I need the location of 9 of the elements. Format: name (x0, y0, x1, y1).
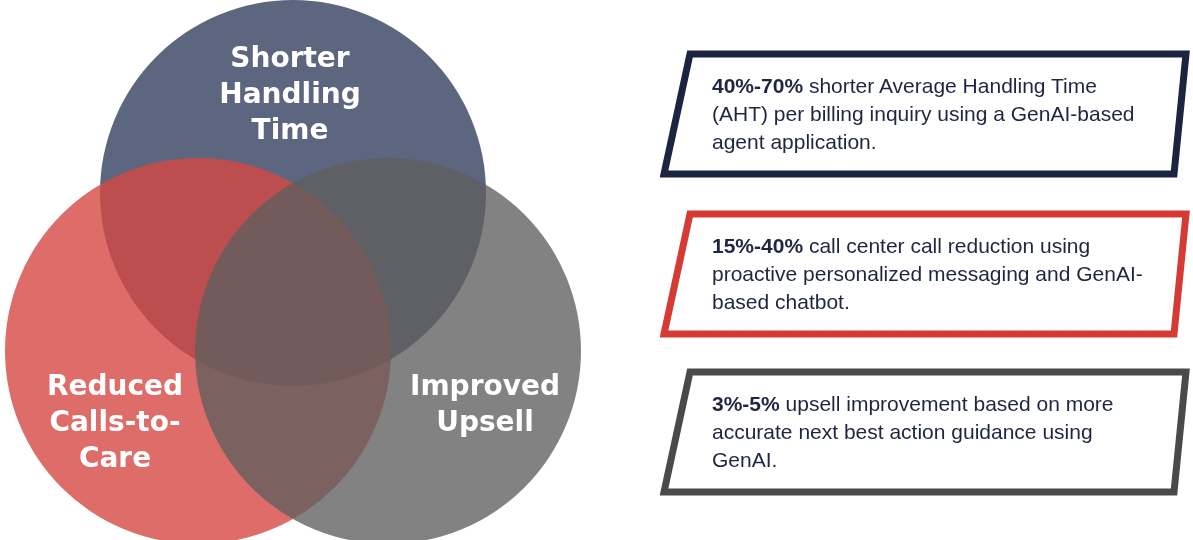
callout-text: 3%-5% upsell improvement based on more accurate next best action guidance using GenAI. (712, 391, 1115, 473)
circle-label: Reduced Calls-to-Care (45, 368, 185, 476)
callout-text: 40%-70% shorter Average Handling Time (AHT) per billing inquiry using a GenAI-based agent application. (712, 73, 1136, 155)
callout-box (660, 210, 1190, 338)
callout-box (660, 368, 1190, 496)
circle-label: Improved Upsell (409, 368, 561, 440)
callout-box (660, 50, 1190, 178)
callout-text: 15%-40% call center call reduction using proactive personalized messaging and GenAI-based chatbot. (712, 233, 1144, 315)
circle-label: Shorter Handling Time (218, 40, 362, 148)
